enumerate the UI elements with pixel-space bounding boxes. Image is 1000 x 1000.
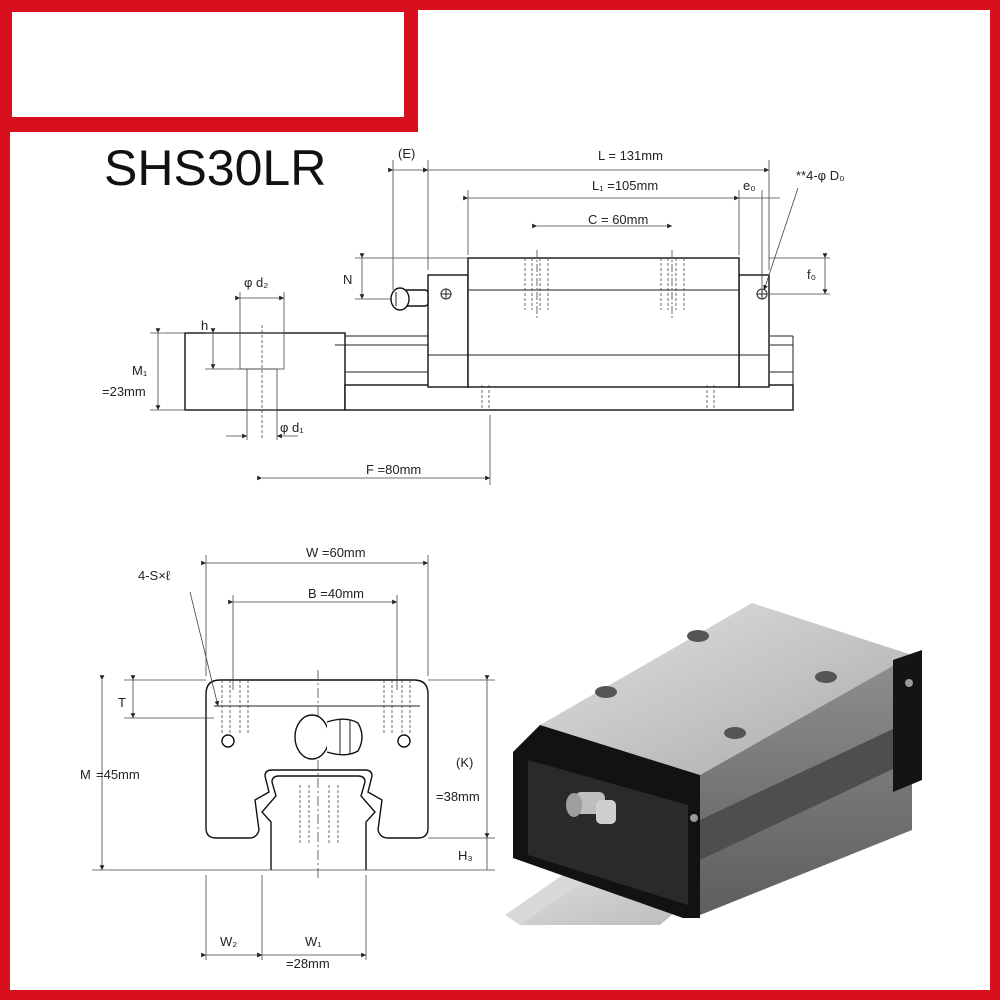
dim-k-value: =38mm: [436, 789, 480, 804]
rail-profile: [261, 775, 376, 870]
dim-e: (E): [398, 146, 415, 161]
dim-n: N: [343, 272, 352, 287]
side-view: (E) L = 131mm L₁ =105mm e₀ **4-φ D₀ C = …: [102, 146, 845, 485]
block-profile: [205, 679, 429, 839]
dim-w2: W₂: [220, 934, 237, 949]
dim-s: 4-S×ℓ: [138, 568, 171, 583]
product-render: [505, 603, 922, 925]
dim-m1: M₁: [132, 363, 148, 378]
dim-w1-value: =28mm: [286, 956, 330, 971]
block-top: [540, 603, 912, 775]
dim-b: B =40mm: [308, 586, 364, 601]
rail-section: [184, 332, 346, 411]
end-plate-right: [738, 274, 770, 388]
grease-nipple-render: [566, 792, 616, 824]
dim-m1-value: =23mm: [102, 384, 146, 399]
dim-w1: W₁: [305, 934, 322, 949]
dim-e0: e₀: [743, 178, 756, 193]
dim-w: W =60mm: [306, 545, 366, 560]
rail-body: [344, 384, 794, 411]
end-plate-left: [427, 274, 469, 388]
model-title: SHS30LR: [104, 140, 326, 196]
dim-k: (K): [456, 755, 473, 770]
dim-f: F =80mm: [366, 462, 421, 477]
grease-nipple-front: [294, 714, 363, 760]
dim-f0: f₀: [807, 267, 816, 282]
dim-h: h: [201, 318, 208, 333]
dim-l1: L₁ =105mm: [592, 178, 658, 193]
dim-c: C = 60mm: [588, 212, 648, 227]
dim-t: T: [118, 695, 126, 710]
end-plate-right-render: [893, 650, 922, 792]
dim-m: M: [80, 767, 91, 782]
front-view: W =60mm 4-S×ℓ B =40mm T M =45mm (K) =38m…: [80, 545, 495, 971]
dim-m-value: =45mm: [96, 767, 140, 782]
dim-d0: **4-φ D₀: [796, 168, 845, 183]
dim-h3: H₃: [458, 848, 473, 863]
dim-l: L = 131mm: [598, 148, 663, 163]
block-body: [467, 257, 740, 388]
dim-d2: φ d₂: [244, 275, 268, 290]
dim-d1: φ d₁: [280, 420, 304, 435]
